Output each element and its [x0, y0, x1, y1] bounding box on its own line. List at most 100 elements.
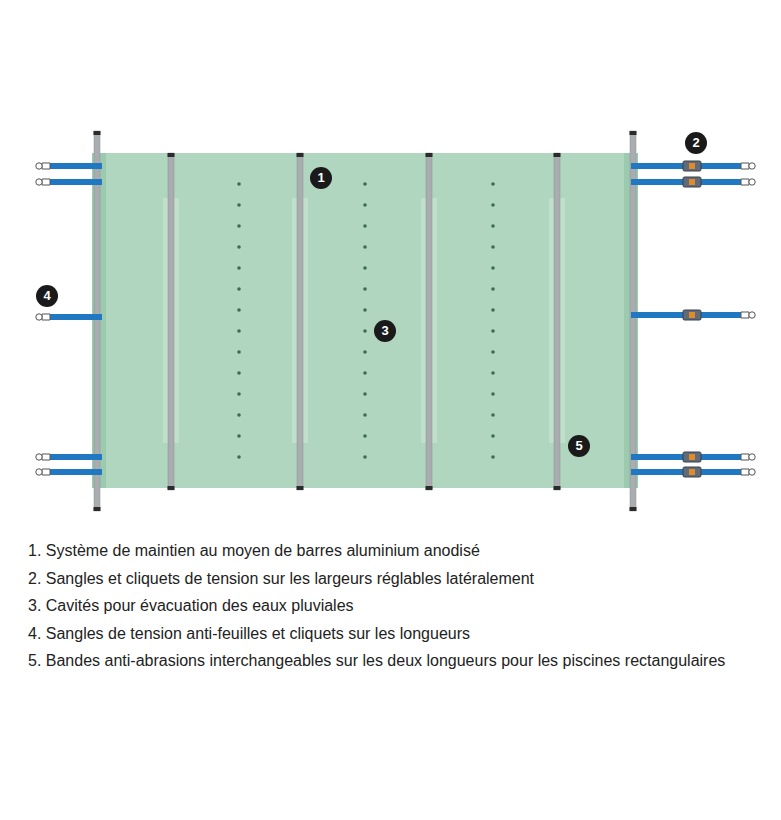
ratchet-buckle [683, 467, 701, 477]
legend-line: 3. Cavités pour évacuation des eaux pluv… [28, 592, 740, 620]
legend-list: 1. Système de maintien au moyen de barre… [28, 537, 740, 675]
bar-cap [168, 153, 175, 157]
drain-hole [363, 455, 367, 459]
drain-hole [491, 455, 495, 459]
ratchet-buckle [683, 452, 701, 462]
tension-strap [50, 314, 102, 320]
aluminium-bar [554, 153, 560, 490]
strap-hook [749, 469, 755, 475]
strap-hook [42, 314, 50, 320]
ratchet-buckle [689, 179, 695, 185]
drain-hole [363, 329, 367, 333]
callout-number: 2 [685, 132, 707, 154]
bar-cap [94, 131, 101, 135]
strap-hook [42, 179, 50, 185]
drain-hole [363, 371, 367, 375]
legend-line: 5. Bandes anti-abrasions interchangeable… [28, 647, 740, 675]
drain-hole [237, 434, 241, 438]
drain-hole [363, 434, 367, 438]
aluminium-bar [426, 153, 432, 490]
drain-hole [363, 413, 367, 417]
drain-hole [237, 371, 241, 375]
strap-hook [36, 454, 42, 460]
strap-hook [741, 454, 749, 460]
bar-cap [554, 153, 561, 157]
bar-cap [297, 486, 304, 490]
ratchet-buckle [683, 161, 701, 171]
drain-hole [237, 266, 241, 270]
bar-cap [297, 153, 304, 157]
ratchet-buckle [689, 454, 695, 460]
callout-number: 3 [374, 320, 396, 342]
drain-hole [491, 413, 495, 417]
drain-hole [363, 224, 367, 228]
drain-hole [237, 413, 241, 417]
drain-hole [237, 203, 241, 207]
tension-strap [50, 179, 102, 185]
drain-hole [491, 329, 495, 333]
ratchet-buckle [683, 310, 701, 320]
ratchet-buckle [689, 163, 695, 169]
drain-hole [237, 224, 241, 228]
drain-hole [491, 182, 495, 186]
drain-hole [363, 266, 367, 270]
strap-hook [741, 179, 749, 185]
bar-cap [94, 507, 101, 511]
drain-hole [491, 371, 495, 375]
drain-hole [363, 308, 367, 312]
bar-cap [426, 486, 433, 490]
ratchet-buckle [689, 469, 695, 475]
strap-hook [741, 163, 749, 169]
drain-hole [237, 182, 241, 186]
bar-cap [630, 131, 637, 135]
drain-hole [237, 308, 241, 312]
drain-hole [363, 182, 367, 186]
strap-hook [42, 469, 50, 475]
drain-hole [363, 203, 367, 207]
strap-hook [36, 163, 42, 169]
callout-number: 4 [36, 285, 58, 307]
drain-hole [491, 434, 495, 438]
strap-hook [36, 314, 42, 320]
drain-hole [491, 287, 495, 291]
strap-hook [749, 179, 755, 185]
bar-cap [630, 507, 637, 511]
drain-hole [237, 350, 241, 354]
drain-hole [491, 203, 495, 207]
strap-hook [42, 454, 50, 460]
legend-line: 2. Sangles et cliquets de tension sur le… [28, 565, 740, 593]
strap-hook [36, 179, 42, 185]
strap-hook [749, 163, 755, 169]
drain-hole [237, 245, 241, 249]
drain-hole [363, 287, 367, 291]
aluminium-bar [297, 153, 303, 490]
strap-hook [741, 312, 749, 318]
callout-number: 5 [568, 435, 590, 457]
legend-line: 1. Système de maintien au moyen de barre… [28, 537, 740, 565]
strap-hook [741, 469, 749, 475]
drain-hole [363, 392, 367, 396]
drain-hole [237, 329, 241, 333]
strap-hook [36, 469, 42, 475]
bar-cap [426, 153, 433, 157]
bar-cap [554, 486, 561, 490]
drain-hole [491, 245, 495, 249]
drain-hole [491, 266, 495, 270]
tension-strap [50, 163, 102, 169]
drain-hole [363, 245, 367, 249]
tension-strap [50, 469, 102, 475]
drain-hole [491, 350, 495, 354]
callout-number: 1 [310, 167, 332, 189]
drain-hole [237, 287, 241, 291]
ratchet-buckle [683, 177, 701, 187]
drain-hole [363, 350, 367, 354]
strap-hook [749, 454, 755, 460]
bar-cap [168, 486, 175, 490]
drain-hole [491, 392, 495, 396]
strap-hook [42, 163, 50, 169]
drain-hole [491, 224, 495, 228]
drain-hole [491, 308, 495, 312]
tension-strap [50, 454, 102, 460]
legend-line: 4. Sangles de tension anti-feuilles et c… [28, 620, 740, 648]
